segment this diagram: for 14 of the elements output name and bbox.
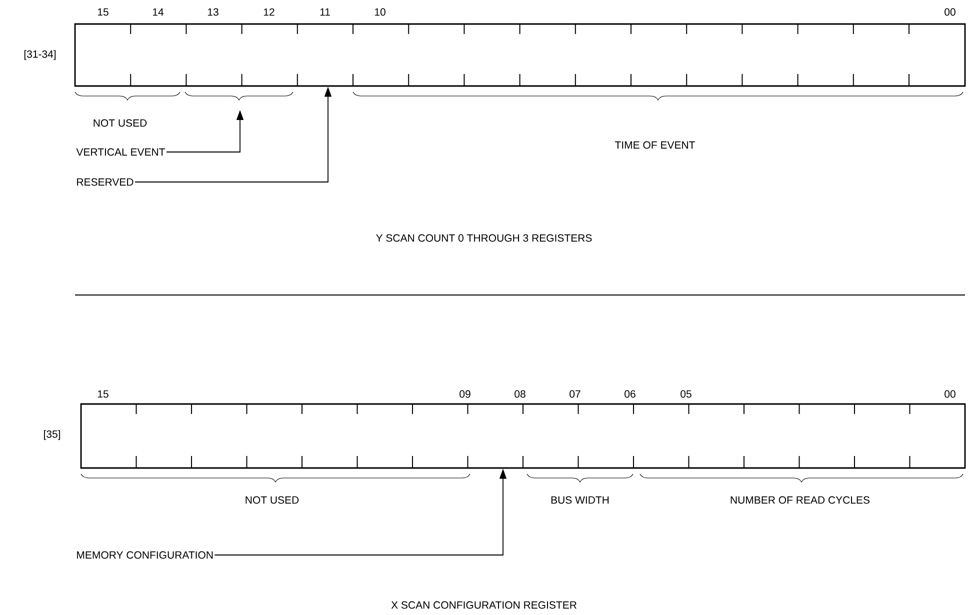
field-label: BUS WIDTH <box>551 496 609 504</box>
leader-text: MEMORY CONFIGURATION <box>77 551 213 559</box>
field-label: TIME OF EVENT <box>615 141 695 149</box>
register-title: Y SCAN COUNT 0 THROUGH 3 REGISTERS <box>376 234 592 242</box>
field-label: NOT USED <box>246 496 299 504</box>
leader-text: VERTICAL EVENT <box>76 148 166 156</box>
register-box <box>74 23 966 87</box>
leader-text: RESERVED <box>77 178 134 186</box>
register-address: [35] <box>44 430 60 440</box>
field-label: NOT USED <box>94 119 147 127</box>
field-label: NUMBER OF READ CYCLES <box>730 496 870 504</box>
register-address: [31-34] <box>24 50 56 60</box>
register-box <box>80 403 966 469</box>
register-title: X SCAN CONFIGURATION REGISTER <box>391 601 576 609</box>
